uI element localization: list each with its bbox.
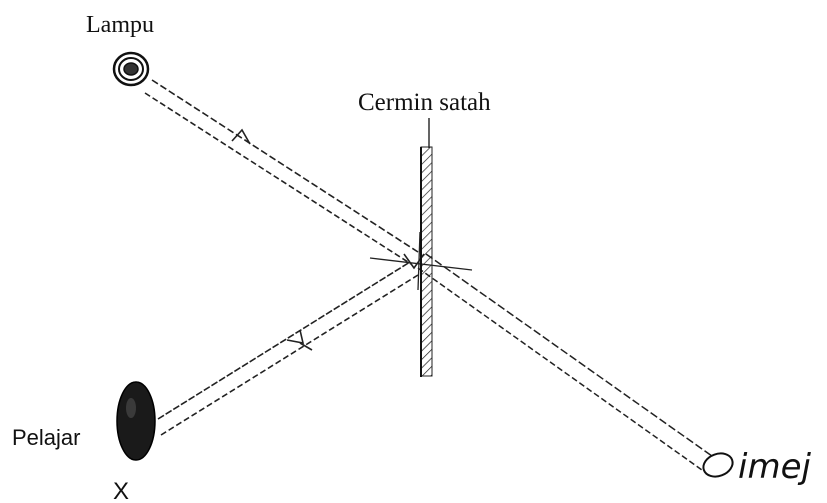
image-point-icon bbox=[702, 452, 734, 478]
reflected-ray bbox=[157, 261, 419, 436]
reflected-ray-arrow-icon bbox=[286, 329, 313, 351]
image-label: imej bbox=[738, 447, 811, 487]
virtual-ray bbox=[417, 253, 713, 471]
incident-ray-arrow-icon bbox=[231, 128, 251, 145]
student-eye-icon bbox=[116, 381, 156, 461]
student-label: Pelajar bbox=[12, 425, 80, 450]
incident-ray bbox=[144, 79, 419, 265]
lamp-label: Lampu bbox=[86, 12, 154, 38]
student-marker-label: X bbox=[113, 478, 129, 503]
lamp-icon bbox=[112, 51, 150, 87]
mirror-label: Cermin satah bbox=[358, 89, 491, 116]
plane-mirror-icon bbox=[420, 118, 433, 377]
